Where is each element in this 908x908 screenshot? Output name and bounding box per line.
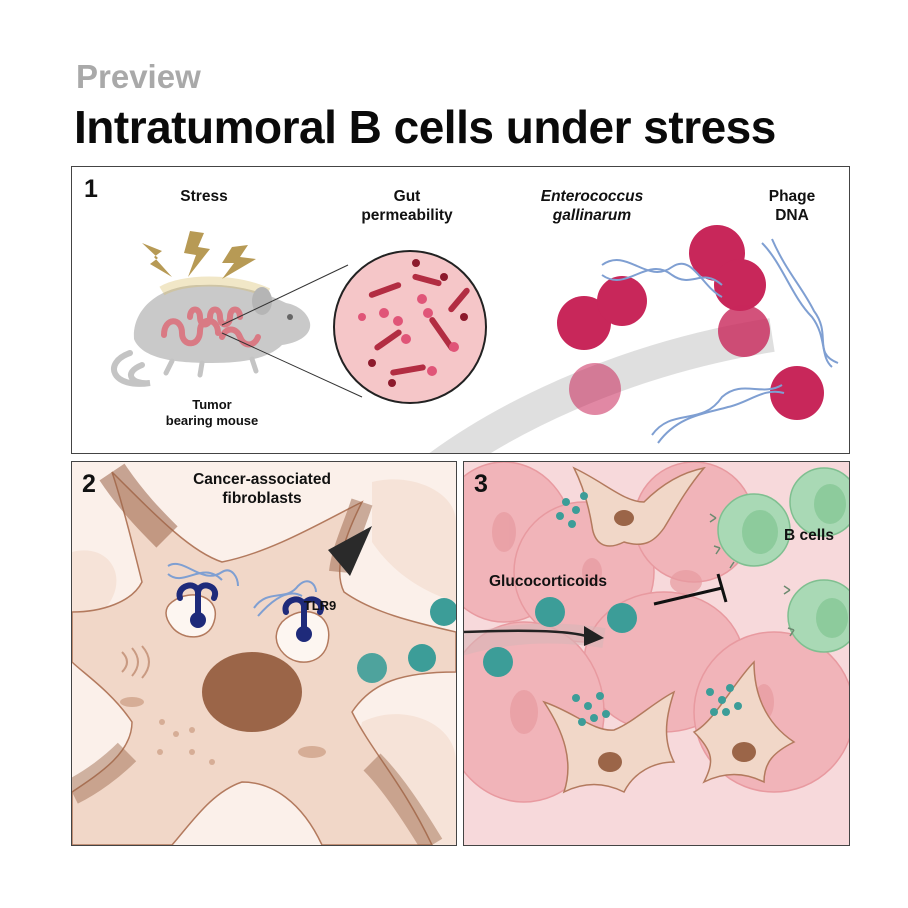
- figure-title: Intratumoral B cells under stress: [74, 101, 776, 153]
- enterococcus-bacteria: [557, 225, 824, 420]
- bacterium-icon: [569, 363, 621, 415]
- bacterium-icon: [718, 305, 770, 357]
- panel-3-illustration: [464, 462, 849, 803]
- zoom-line: [221, 332, 363, 398]
- b-cells: [717, 467, 849, 653]
- dna-helix-icon: [761, 238, 839, 368]
- nucleus: [202, 652, 302, 732]
- zoom-line: [221, 264, 349, 326]
- gut-magnified-circle: [333, 250, 487, 404]
- transport-arrow: [429, 318, 775, 453]
- bacterium-icon: [770, 366, 824, 420]
- panel-2-illustration: [72, 463, 456, 845]
- dna-helix-icon: [651, 384, 785, 444]
- bacterium-icon: [557, 296, 611, 350]
- fibroblast-cell: [572, 466, 706, 547]
- tlr9-label: TLR9: [303, 598, 337, 613]
- panel-3: 3 Glucocorticoids B cells: [463, 461, 850, 846]
- bacterium-icon: [714, 259, 766, 311]
- inhibition-icon: [653, 573, 728, 606]
- b-cell: [717, 493, 791, 567]
- glucocorticoid-molecules: [483, 492, 742, 726]
- panel-3-number: 3: [474, 470, 488, 498]
- phage-dna: [601, 238, 839, 444]
- bacterium-icon: [597, 276, 647, 326]
- b-cells-label: B cells: [784, 527, 834, 544]
- lightning-bolt-icon: [222, 245, 256, 279]
- lightning-bolt-icons: [142, 231, 256, 279]
- tlr9-receptor-icon: [176, 582, 325, 642]
- glucocorticoids-label: Glucocorticoids: [489, 573, 607, 590]
- signal-arrow: [464, 629, 587, 638]
- fibroblast-cell: [542, 690, 676, 794]
- lightning-bolt-icon: [184, 231, 210, 277]
- arrowhead-icon: [584, 626, 604, 646]
- preview-label: Preview: [76, 58, 201, 95]
- panel-1-illustration: [111, 225, 839, 453]
- dna-helix-icon: [601, 259, 723, 298]
- lightning-bolt-icon: [142, 243, 172, 277]
- stress-label: Stress: [180, 188, 228, 205]
- intestine-icon: [161, 306, 261, 348]
- panel-2-number: 2: [82, 470, 96, 498]
- panel-1-number: 1: [84, 175, 98, 203]
- dna-helix-icon: [167, 563, 317, 617]
- fibroblast-cell: [692, 660, 796, 784]
- b-cell: [787, 579, 849, 653]
- glucocorticoid-molecules: [357, 598, 456, 683]
- b-cell: [789, 467, 849, 537]
